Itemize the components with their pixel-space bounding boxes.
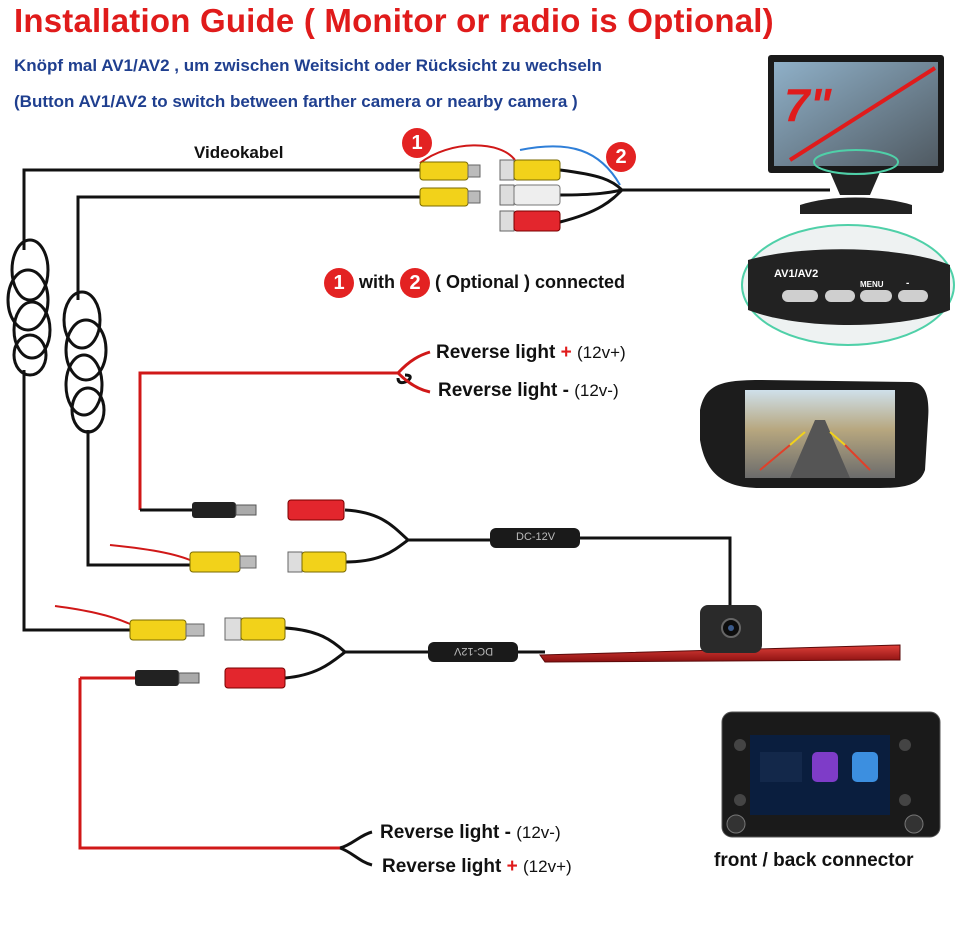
- rca-yellow-male-lower: [129, 619, 205, 641]
- monitor-buttons-zoom: [741, 224, 955, 346]
- connection-note-rest: ( Optional ) connected: [435, 271, 626, 292]
- power-wire-bottom: [78, 676, 340, 850]
- reverse-light-top-plus: Reverse light + (12v+): [436, 342, 626, 364]
- reverse-light-bottom-plus: Reverse light + (12v+): [382, 856, 572, 878]
- rca-white-female: [499, 184, 561, 206]
- coiled-cable-right: [62, 290, 108, 434]
- connection-note: 1 with 2 ( Optional ) connected: [324, 268, 625, 298]
- monitor-button-av: AV1/AV2: [774, 268, 819, 280]
- brake-light-camera: [539, 605, 901, 663]
- monitor-button-menu: MENU: [860, 280, 884, 289]
- connection-note-with: with: [359, 271, 396, 292]
- dc-plug-top: [192, 502, 257, 518]
- car-radio: [721, 711, 941, 838]
- mirror-monitor: [700, 380, 929, 488]
- video-cable-label: Videokabel: [194, 143, 284, 162]
- wire-video-second: [76, 195, 420, 300]
- badge-1-top: 1: [402, 128, 432, 158]
- radio-caption: front / back connector: [714, 850, 914, 871]
- power-wire-top: [138, 350, 431, 510]
- reverse-light-label: Reverse light: [436, 342, 556, 363]
- reverse-light-bottom-minus: Reverse light - (12v-): [380, 822, 561, 844]
- rca-yellow-male-middle: [189, 551, 257, 573]
- rca-red-female-top: [499, 210, 561, 232]
- subtitle-german: Knöpf mal AV1/AV2 , um zwischen Weitsich…: [14, 56, 602, 75]
- wire-y-lower: [284, 626, 348, 680]
- rca-yellow-male-second: [419, 187, 481, 207]
- reverse-light-top-minus: Reverse light - (12v-): [438, 380, 619, 402]
- badge-2-top: 2: [606, 142, 636, 172]
- page-title: Installation Guide ( Monitor or radio is…: [14, 2, 774, 39]
- dc-plug-lower: [135, 670, 200, 686]
- inline-box-top: [490, 528, 580, 548]
- voltage-label: (12v+): [523, 857, 572, 876]
- monitor-button-minus: -: [906, 278, 910, 289]
- badge-1-note: 1: [324, 268, 354, 298]
- dc-label-lower: DC-12V: [454, 645, 494, 657]
- reverse-light-label: Reverse light: [382, 856, 502, 877]
- reverse-light-label: Reverse light: [438, 380, 558, 401]
- polarity-sign: -: [504, 822, 511, 843]
- inline-box-lower: [428, 642, 518, 662]
- polarity-sign: +: [560, 342, 572, 363]
- wire-left-down: [22, 370, 130, 632]
- wire-video-top: [22, 168, 420, 250]
- dc-jack-red-top: [287, 499, 345, 521]
- polarity-sign: -: [562, 380, 569, 401]
- rca-yellow-female-middle: [287, 551, 347, 573]
- voltage-label: (12v-): [516, 823, 561, 842]
- wire-y-upper: [344, 508, 411, 564]
- voltage-label: (12v+): [577, 343, 626, 362]
- coiled-cable-left: [6, 238, 52, 377]
- dc-label-top: DC-12V: [516, 531, 556, 543]
- polarity-sign: +: [506, 856, 518, 877]
- monitor-size-label: 7": [784, 79, 832, 131]
- dc-jack-red-lower: [224, 667, 286, 689]
- subtitle-english: (Button AV1/AV2 to switch between farthe…: [14, 92, 578, 111]
- stand-monitor: [768, 55, 944, 214]
- badge-2-note: 2: [400, 268, 431, 298]
- wire-second-down: [86, 430, 190, 567]
- rca-yellow-male-top: [419, 161, 481, 181]
- reverse-light-label: Reverse light: [380, 822, 500, 843]
- voltage-label: (12v-): [574, 381, 619, 400]
- rca-yellow-female-lower: [224, 617, 286, 641]
- rca-yellow-female-top: [499, 159, 561, 181]
